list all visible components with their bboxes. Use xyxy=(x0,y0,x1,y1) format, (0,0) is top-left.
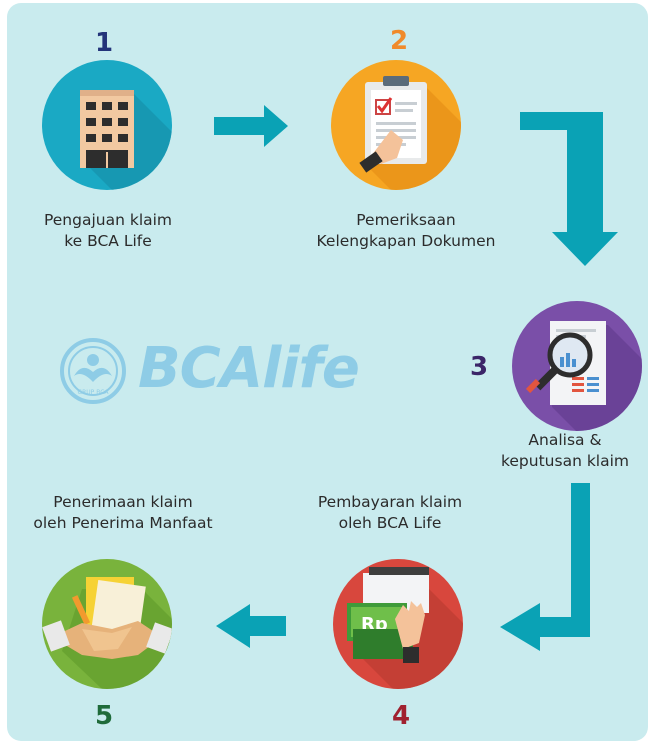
step-2-caption-line-2: Kelengkapan Dokumen xyxy=(316,232,496,250)
step-3-caption: Analisa & keputusan klaim xyxy=(480,430,650,472)
step-4-caption-line-2: oleh BCA Life xyxy=(338,514,442,532)
step-3-number: 3 xyxy=(469,352,489,382)
step-4-number: 4 xyxy=(391,701,411,731)
arrow-step2-to-step3 xyxy=(520,112,618,266)
bca-emblem-icon: GRUP BCA xyxy=(60,338,126,404)
step-3-caption-line-2: keputusan klaim xyxy=(500,452,630,470)
step-4-caption-line-1: Pembayaran klaim xyxy=(317,493,463,511)
arrow-step1-to-step2 xyxy=(214,105,288,147)
step-2-caption-line-1: Pemeriksaan xyxy=(356,211,456,229)
arrow-step4-to-step5 xyxy=(216,604,286,648)
step-2-number: 2 xyxy=(389,26,409,56)
office-building-icon xyxy=(42,60,172,190)
bca-emblem-text: GRUP BCA xyxy=(77,389,109,396)
arrow-step3-to-step4 xyxy=(500,483,590,651)
step-1-caption-line-1: Pengajuan klaim xyxy=(43,211,173,229)
handshake-icon xyxy=(42,559,172,689)
step-3-caption-line-1: Analisa & xyxy=(528,431,602,449)
step-5-caption-line-2: oleh Penerima Manfaat xyxy=(33,514,213,532)
magnifier-document-icon xyxy=(512,301,642,431)
rupiah-payment-icon: Rp xyxy=(333,559,463,689)
step-4-caption: Pembayaran klaim oleh BCA Life xyxy=(290,492,490,534)
bca-life-logo: GRUP BCA BCAlife xyxy=(60,330,380,410)
step-5-caption: Penerimaan klaim oleh Penerima Manfaat xyxy=(8,492,238,534)
step-5-number: 5 xyxy=(94,701,114,731)
clipboard-checklist-icon xyxy=(331,60,461,190)
step-1-caption-line-2: ke BCA Life xyxy=(64,232,152,250)
step-1-number: 1 xyxy=(94,28,114,58)
bca-life-wordmark: BCAlife xyxy=(138,336,360,401)
step-2-caption: Pemeriksaan Kelengkapan Dokumen xyxy=(296,210,516,252)
step-5-caption-line-1: Penerimaan klaim xyxy=(53,493,193,511)
step-1-caption: Pengajuan klaim ke BCA Life xyxy=(18,210,198,252)
